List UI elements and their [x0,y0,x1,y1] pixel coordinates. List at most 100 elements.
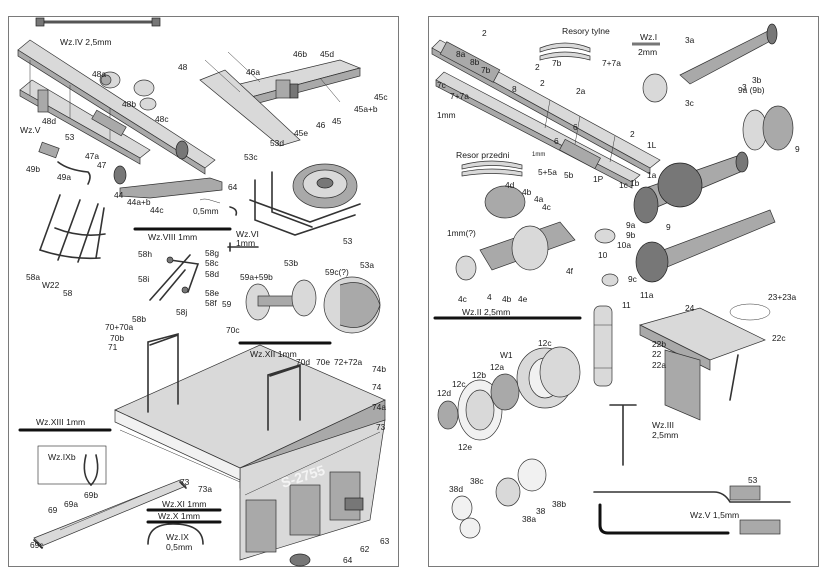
part-label: 22b [652,339,666,349]
part-label: 53 [343,236,353,246]
part-label: 53c [244,152,258,162]
wire-vi-name: Wz.VI [236,229,259,239]
part-label: W22 [42,280,60,290]
part-label: 58f [205,298,217,308]
part-label: 7c [437,80,446,90]
part-label: 48 [178,62,188,72]
part-label: 12c [538,338,552,348]
reel-59 [245,276,381,334]
wheel-rings-12 [437,346,581,441]
wire-vi-size: 1mm [236,238,255,248]
part-label: 23+23a [768,292,797,302]
rear-springs [539,42,660,61]
part-label: 4f [566,266,574,276]
left-page-frame [8,16,399,567]
part-label: 1a [647,170,657,180]
part-label: 5b [564,170,574,180]
part-label: 45 [332,116,342,126]
part-label: 12a [490,362,504,372]
part-label: 4b [502,294,512,304]
wire-iii-name: Wz.III [652,420,674,430]
part-label: 58g [205,248,219,258]
part-label: 8a [456,49,466,59]
rear-axle-housing-9 [633,151,749,224]
part-label: 1mm [437,110,456,120]
part-label: 4d [505,180,515,190]
part-label: 8 [512,84,517,94]
part-label: 22c [772,333,786,343]
part-label: 6 [554,136,559,146]
headlamps [99,71,157,111]
part-label: 11 [622,300,631,310]
part-label: 3 [742,82,747,92]
part-label: 70e [316,357,330,367]
part-label: 1mm(?) [447,228,476,238]
bracket-58b [149,254,200,301]
part-label: 7b [481,65,491,75]
part-label: 69c [30,540,44,550]
part-label: 53 [65,132,75,142]
wire-xii-label: Wz.XII 1mm [250,349,297,359]
part-label: 71 [108,342,118,352]
wire-x-label: Wz.X 1mm [158,511,200,521]
part-label: 44a+b [127,197,151,207]
part-label: 4c [542,202,551,212]
cargo-body [114,332,386,567]
wire-v-label: Wz.V [20,125,41,135]
spring-shackle [593,305,613,387]
part-label: 12e [458,442,472,452]
wire-viii-label: Wz.VIII 1mm [148,232,197,242]
part-label: 70+70a [105,322,134,332]
part-label: 72+72a [334,357,363,367]
part-label: 74 [372,382,382,392]
part-label: 45a+b [354,104,378,114]
wire-ixb-label: Wz.IXb [48,452,76,462]
part-label: 2 [630,129,635,139]
part-label: 45d [320,49,334,59]
wire-xiii-label: Wz.XIII 1mm [36,417,85,427]
part-label: 2 [482,28,487,38]
part-label: 1b [630,178,640,188]
part-label: 9c [628,274,637,284]
horn-and-springs [38,141,91,185]
part-label: 44 [114,190,124,200]
part-label: 7+7a [602,58,621,68]
part-label: 8b [470,57,480,67]
part-label: 53a [360,260,374,270]
part-label: 22a [652,360,666,370]
part-label: 9b [626,230,636,240]
part-label: 1mm [532,152,545,158]
part-label: 64 [228,182,238,192]
part-label: 45c [374,92,388,102]
wire-i-name: Wz.I [640,32,657,42]
lever-wz-iii [609,404,637,466]
part-label: 69a [64,499,78,509]
part-label: 4b [522,187,532,197]
wire-xi-label: Wz.XI 1mm [162,499,206,509]
part-label: 49b [26,164,40,174]
part-label: W1 [500,350,513,360]
part-label: 73 [180,477,190,487]
part-label: 3c [685,98,694,108]
part-label: 9 [666,222,671,232]
part-label: 69 [48,505,58,515]
part-label: 4e [518,294,528,304]
part-label: 48d [42,116,56,126]
hub-9 [742,105,794,151]
part-label: 10a [617,240,631,250]
part-label: 3b [752,75,762,85]
part-label: 38c [470,476,484,486]
axle-3 [642,23,778,103]
wire-ix-size: 0,5mm [166,542,192,552]
spare-wheel-carrier [249,171,361,236]
rod-53 [593,485,791,535]
part-label: 58d [205,269,219,279]
main-chassis-frame [431,39,661,189]
part-label: 74b [372,364,386,374]
part-label: 9a [626,220,636,230]
part-label: 53d [270,138,284,148]
part-label: 11a [640,290,654,300]
part-label: 1P [593,174,604,184]
wire-bars-left [18,227,332,545]
